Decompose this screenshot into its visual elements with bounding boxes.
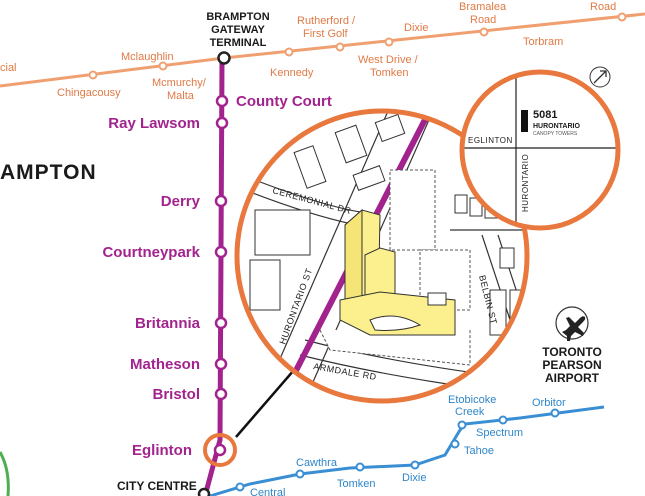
- hurontario-stations: [213, 94, 229, 457]
- label-city-centre: CITY CENTRE: [117, 479, 197, 493]
- label-spectrum: Spectrum: [476, 427, 523, 439]
- label-bramalea-2: Road: [470, 14, 496, 26]
- label-tomken: Tomken: [337, 478, 376, 490]
- label-gateway-3: TERMINAL: [210, 37, 267, 49]
- blue-stations: [235, 408, 560, 492]
- green-transit-line: [0, 451, 10, 496]
- north-arrow-icon: [589, 66, 611, 88]
- connector-line: [235, 369, 295, 438]
- label-westdrive-2: Tomken: [370, 67, 409, 79]
- inset-project-name: CANOPY TOWERS: [533, 131, 578, 137]
- location-inset-ring: [459, 69, 621, 231]
- hurontario-lrt-line: [202, 59, 225, 496]
- label-westdrive-1: West Drive /: [358, 54, 419, 66]
- label-airport-3: AIRPORT: [545, 371, 600, 385]
- orange-stations: [88, 12, 627, 80]
- label-mclaughlin: Mclaughlin: [121, 51, 174, 63]
- label-county-court: County Court: [236, 93, 332, 110]
- airplane-icon: [555, 306, 589, 341]
- label-mcmurchy-1: Mcmurchy/: [152, 77, 207, 89]
- inset-eglinton-label: EGLINTON: [468, 136, 513, 145]
- label-mcmurchy-2: Malta: [167, 90, 195, 102]
- label-tahoe: Tahoe: [464, 445, 494, 457]
- label-courtneypark: Courtneypark: [102, 244, 200, 261]
- label-ray-lawsom: Ray Lawsom: [108, 115, 200, 132]
- blue-transit-line: [209, 405, 605, 496]
- canopy-towers-building: [339, 208, 456, 336]
- label-derry: Derry: [161, 193, 201, 210]
- inset-address-name: HURONTARIO: [533, 123, 580, 130]
- label-matheson: Matheson: [130, 356, 200, 373]
- label-road: Road: [590, 1, 616, 13]
- label-bristol: Bristol: [152, 386, 200, 403]
- label-kennedy: Kennedy: [270, 67, 314, 79]
- location-inset: 5081 HURONTARIO CANOPY TOWERS EGLINTON H…: [462, 72, 618, 228]
- label-dixie-orange: Dixie: [404, 22, 428, 34]
- label-eglinton: Eglinton: [132, 442, 192, 459]
- inset-hurontario-label: HURONTARIO: [521, 154, 530, 212]
- label-cut-left: cial: [0, 62, 17, 74]
- eglinton-highlight-ring: [203, 433, 237, 467]
- brampton-gateway-station: [217, 51, 231, 65]
- label-dixie-blue: Dixie: [402, 472, 426, 484]
- site-plan-ring: [234, 108, 530, 404]
- city-centre-station: [197, 487, 211, 496]
- label-chingacousy: Chingacousy: [57, 87, 121, 99]
- label-region: AMPTON: [0, 161, 97, 184]
- inset-address-number: 5081: [533, 109, 557, 121]
- label-airport-1: TORONTO: [542, 345, 602, 359]
- label-gateway-2: GATEWAY: [211, 24, 265, 36]
- label-central: Central: [250, 487, 285, 496]
- label-gateway-1: BRAMPTON: [206, 11, 269, 23]
- label-britannia: Britannia: [135, 315, 201, 332]
- label-etobicoke-1: Etobicoke: [448, 394, 496, 406]
- label-bramalea-1: Bramalea: [459, 1, 507, 13]
- label-orbitor: Orbitor: [532, 397, 566, 409]
- label-airport-2: PEARSON: [542, 358, 601, 372]
- label-torbram: Torbram: [523, 36, 563, 48]
- label-etobicoke-2: Creek: [455, 406, 485, 418]
- label-rutherford-2: First Golf: [303, 28, 349, 40]
- label-rutherford-1: Rutherford /: [297, 15, 356, 27]
- label-cawthra: Cawthra: [296, 457, 338, 469]
